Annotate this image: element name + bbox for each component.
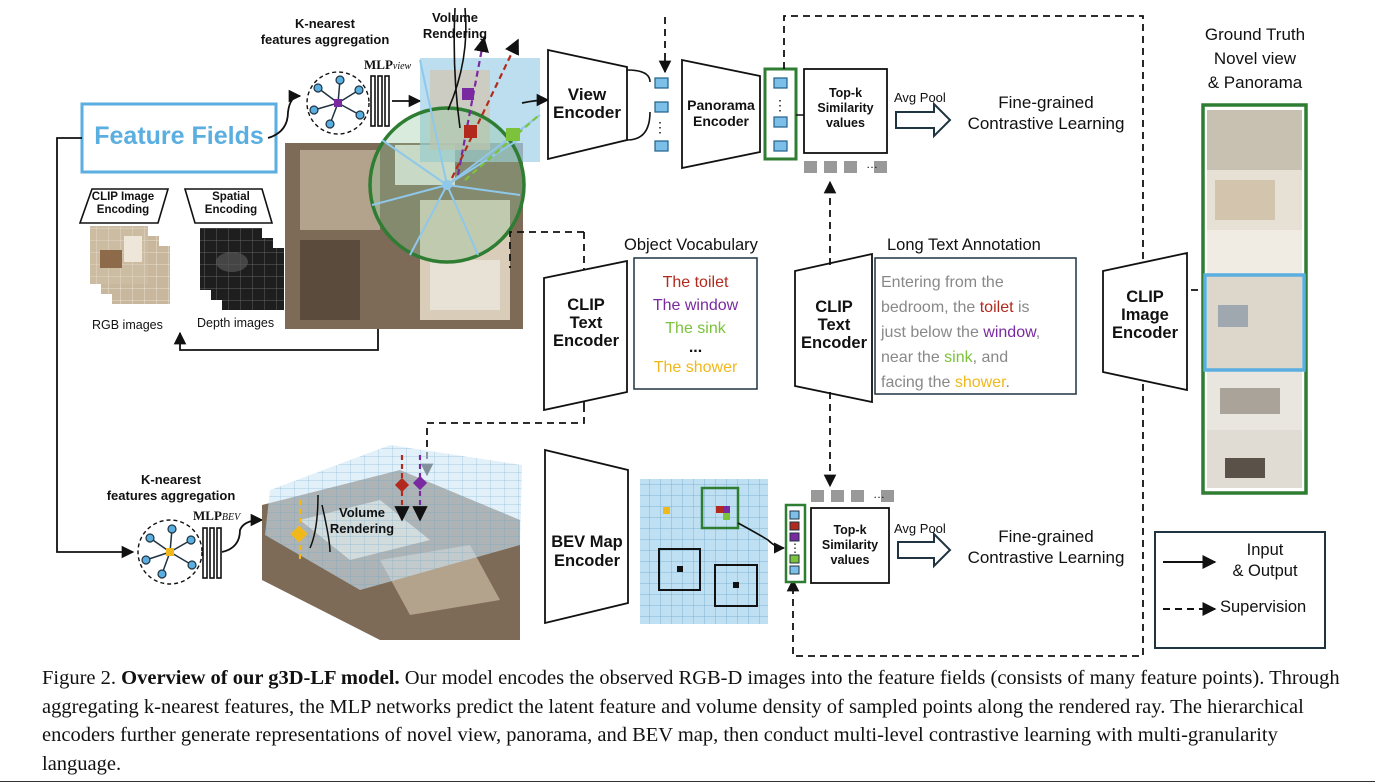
long-text-title: Long Text Annotation (887, 236, 1041, 254)
svg-text:⋮: ⋮ (653, 119, 667, 135)
long-text-line: Entering from the (881, 270, 1076, 295)
long-text-segment: facing the (881, 374, 955, 391)
bottom-scene-image (262, 445, 522, 640)
long-text-segment: is (1013, 299, 1030, 316)
svg-text:…: … (866, 157, 878, 171)
mlp-view-bars (370, 75, 390, 127)
long-text-line: bedroom, the toilet is (881, 295, 1076, 320)
svg-text:⋮: ⋮ (789, 541, 801, 555)
vocabulary-item: The sink (665, 320, 726, 337)
long-text-segment: toilet (979, 299, 1014, 316)
vocabulary-item: ... (688, 339, 703, 356)
top-scene-image (285, 7, 541, 329)
figure-caption: Figure 2. Overview of our g3D-LF model. … (42, 667, 1340, 775)
rgb-images-label: RGB images (92, 318, 163, 332)
long-text-segment: sink (944, 349, 973, 366)
overview-figure: ⋮ ⋮ … (56, 7, 1326, 657)
avg-pool-top-label: Avg Pool (894, 90, 946, 105)
legend-input-output-label: Input& Output (1232, 541, 1298, 580)
long-text-segment: window (983, 324, 1036, 341)
feature-fields-label: Feature Fields (94, 122, 264, 150)
long-text-line: just below the window, (881, 320, 1076, 345)
long-text-line: facing the shower. (881, 370, 1076, 395)
feature-fields-to-knn-arrow (267, 89, 302, 139)
mlp-bev-label: MLPBEV (193, 508, 241, 523)
depth-images-stack (200, 228, 284, 310)
ground-truth-strip (1201, 103, 1308, 495)
avg-pool-top-arrow (895, 101, 952, 139)
rgb-images-stack (90, 226, 170, 304)
view-tokens (654, 77, 669, 152)
panorama-encoder-shape (681, 58, 761, 170)
long-text-segment: , (1035, 324, 1041, 341)
feature-fields-to-bev-arrow (56, 137, 135, 559)
clip-image-encoder-shape (1102, 251, 1188, 392)
vocabulary-item: The shower (653, 359, 738, 376)
long-text-segment: near the (881, 349, 945, 366)
long-text-segment: . (1005, 374, 1010, 391)
depth-images-label: Depth images (197, 316, 275, 330)
object-vocabulary-title: Object Vocabulary (624, 236, 758, 254)
clip-text-encoder-2-shape (794, 252, 873, 404)
legend-box (1154, 531, 1326, 649)
avg-pool-bottom-arrow (897, 531, 952, 569)
mlp-view-label: MLPview (364, 57, 412, 72)
long-text-segment: shower (954, 374, 1006, 391)
object-vocabulary-box (633, 257, 758, 390)
clip-text-encoder-1-shape (543, 259, 628, 412)
legend-supervision-label: Supervision (1220, 598, 1307, 616)
svg-text:…: … (873, 487, 885, 501)
svg-text:⋮: ⋮ (773, 97, 787, 113)
long-text-line: near the sink, and (881, 345, 1076, 370)
vocabulary-item: The toilet (662, 274, 729, 291)
topk-bottom-box (810, 507, 890, 584)
long-text-segment: just below the (881, 324, 984, 341)
mlp-bev-bars (202, 527, 222, 579)
vocabulary-item: The window (652, 297, 739, 314)
avg-pool-bottom-label: Avg Pool (894, 521, 946, 536)
long-text-box (874, 257, 1077, 395)
spatial-encoding-trapezoid (183, 188, 274, 224)
topk-top-box (803, 68, 888, 154)
long-text-segment: Entering from the (881, 274, 1004, 291)
bev-grid (640, 479, 768, 624)
clip-image-encoding-trapezoid (78, 188, 170, 224)
long-text-segment: , and (972, 349, 1009, 366)
bev-map-encoder-shape (544, 448, 629, 625)
bottom-rule (0, 781, 1375, 782)
long-text-segment: bedroom, the (881, 299, 980, 316)
